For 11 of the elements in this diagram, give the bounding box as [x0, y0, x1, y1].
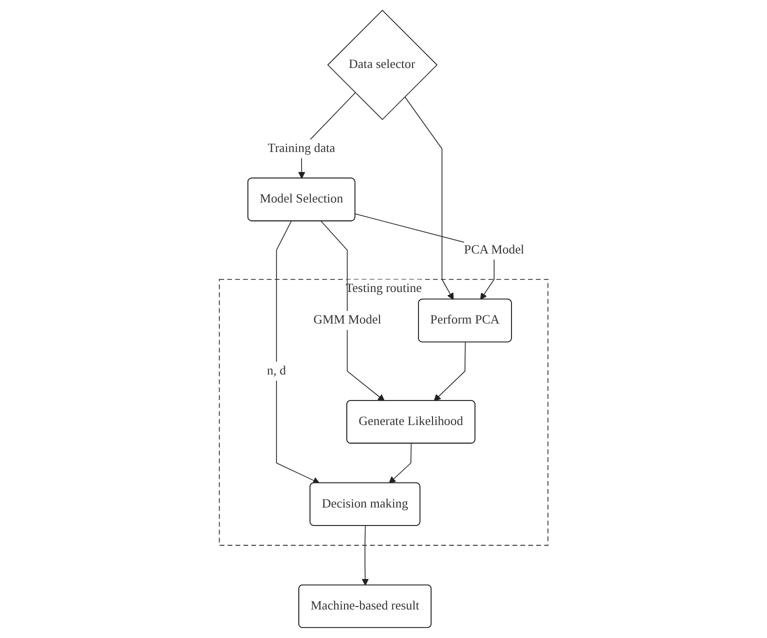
edge-label: n, d — [266, 364, 286, 378]
edge-label: PCA Model — [464, 243, 524, 256]
arrow — [320, 220, 385, 402]
node-diamond: Data selector — [327, 10, 438, 120]
arrow — [404, 96, 454, 300]
arrow — [434, 342, 466, 402]
edge-label: Training data — [268, 142, 335, 156]
arrow — [388, 443, 412, 484]
arrow — [362, 526, 369, 586]
edge-label: GMM Model — [313, 313, 382, 327]
arrow — [276, 220, 320, 484]
